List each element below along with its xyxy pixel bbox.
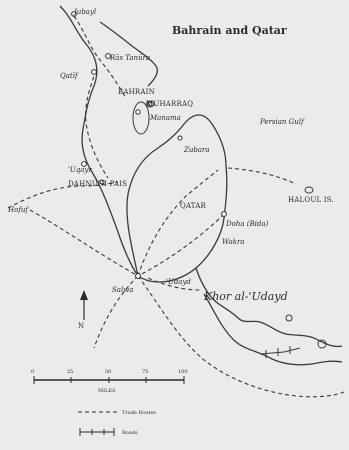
scale-tick-50: 50 — [105, 369, 111, 375]
route-udayd — [147, 277, 201, 291]
bahrain-island — [132, 101, 150, 135]
label-qatif: Qatīf — [60, 72, 79, 80]
island-dot-south — [285, 314, 293, 322]
legend-roads: Roads — [122, 430, 138, 436]
scale-tick-25: 25 — [67, 369, 73, 375]
route-doha-salwa — [137, 213, 225, 277]
haloul-island — [304, 186, 314, 194]
label-salwa: Salwa — [112, 286, 133, 294]
north-arrow: N — [78, 290, 88, 330]
label-manama: Manama — [149, 114, 181, 122]
label-dahnuni: DAHNUNI-PAIS — [68, 180, 127, 188]
muharraq-island — [145, 100, 155, 108]
town-ras-tanura — [105, 53, 111, 59]
road-coast-interior — [259, 347, 301, 355]
legend: Trade Routes Roads — [78, 410, 156, 436]
town-qatif — [91, 69, 97, 75]
town-dahnuni — [99, 179, 105, 185]
label-uqayr: 'Uqayr — [68, 166, 92, 174]
label-jubayl: Jubayl — [72, 8, 96, 16]
scale-unit: MILES — [98, 388, 116, 394]
scale-tick-75: 75 — [142, 369, 148, 375]
gulf-coast-east — [99, 21, 158, 87]
town-muharraq — [147, 101, 153, 107]
southern-coast — [195, 267, 343, 348]
label-qatar: QATAR — [180, 202, 207, 210]
town-salwa — [135, 273, 141, 279]
label-bahrain: BAHRAIN — [118, 88, 155, 96]
label-doha: Doha (Bida) — [225, 220, 269, 228]
map-title: Bahrain and Qatar — [172, 24, 287, 37]
island-dot-east — [317, 339, 327, 349]
scale-tick-0: 0 — [31, 369, 34, 375]
scale-tick-100: 100 — [178, 369, 188, 375]
town-doha — [221, 211, 227, 217]
coastline — [59, 5, 343, 366]
route-hofuf-west — [7, 181, 119, 209]
route-qatar-north — [137, 169, 219, 277]
islands — [132, 100, 327, 349]
route-gulf-east — [227, 167, 297, 185]
scale-bar: 0 25 50 75 100 MILES — [31, 369, 188, 394]
route-qatif-coast — [85, 69, 109, 179]
label-wakra: Wakra — [222, 238, 245, 246]
legend-trade-routes: Trade Routes — [122, 410, 156, 416]
north-label: N — [78, 322, 84, 330]
place-labels: Jubayl Rās Tanūra Qatīf BAHRAIN MUHARRAQ… — [7, 8, 334, 303]
label-haloul: HALOUL IS. — [288, 196, 334, 204]
roads — [259, 346, 301, 358]
route-hofuf-salwa — [29, 209, 139, 277]
label-muharraq: MUHARRAQ — [146, 100, 193, 108]
trade-routes — [7, 15, 345, 398]
label-hofuf: Hofuf — [7, 206, 29, 214]
town-uqayr — [81, 161, 87, 167]
route-gulf-north — [73, 15, 127, 99]
arabian-coast — [59, 5, 139, 277]
label-udayd: 'Udayd — [166, 278, 191, 286]
town-zubara — [177, 135, 183, 141]
towns — [71, 11, 227, 279]
route-south — [137, 275, 345, 398]
label-ras-tanura: Rās Tanūra — [109, 54, 150, 62]
town-jubayl — [71, 11, 77, 17]
qatar-coast — [126, 114, 228, 283]
town-manama — [135, 109, 141, 115]
label-khor-al-udayd: Khor al-'Udayd — [203, 290, 288, 303]
label-zubara: Zubara — [183, 146, 210, 154]
southern-shore-inner — [203, 293, 343, 366]
route-southwest — [93, 275, 139, 349]
label-persian-gulf: Persian Gulf — [259, 118, 305, 126]
